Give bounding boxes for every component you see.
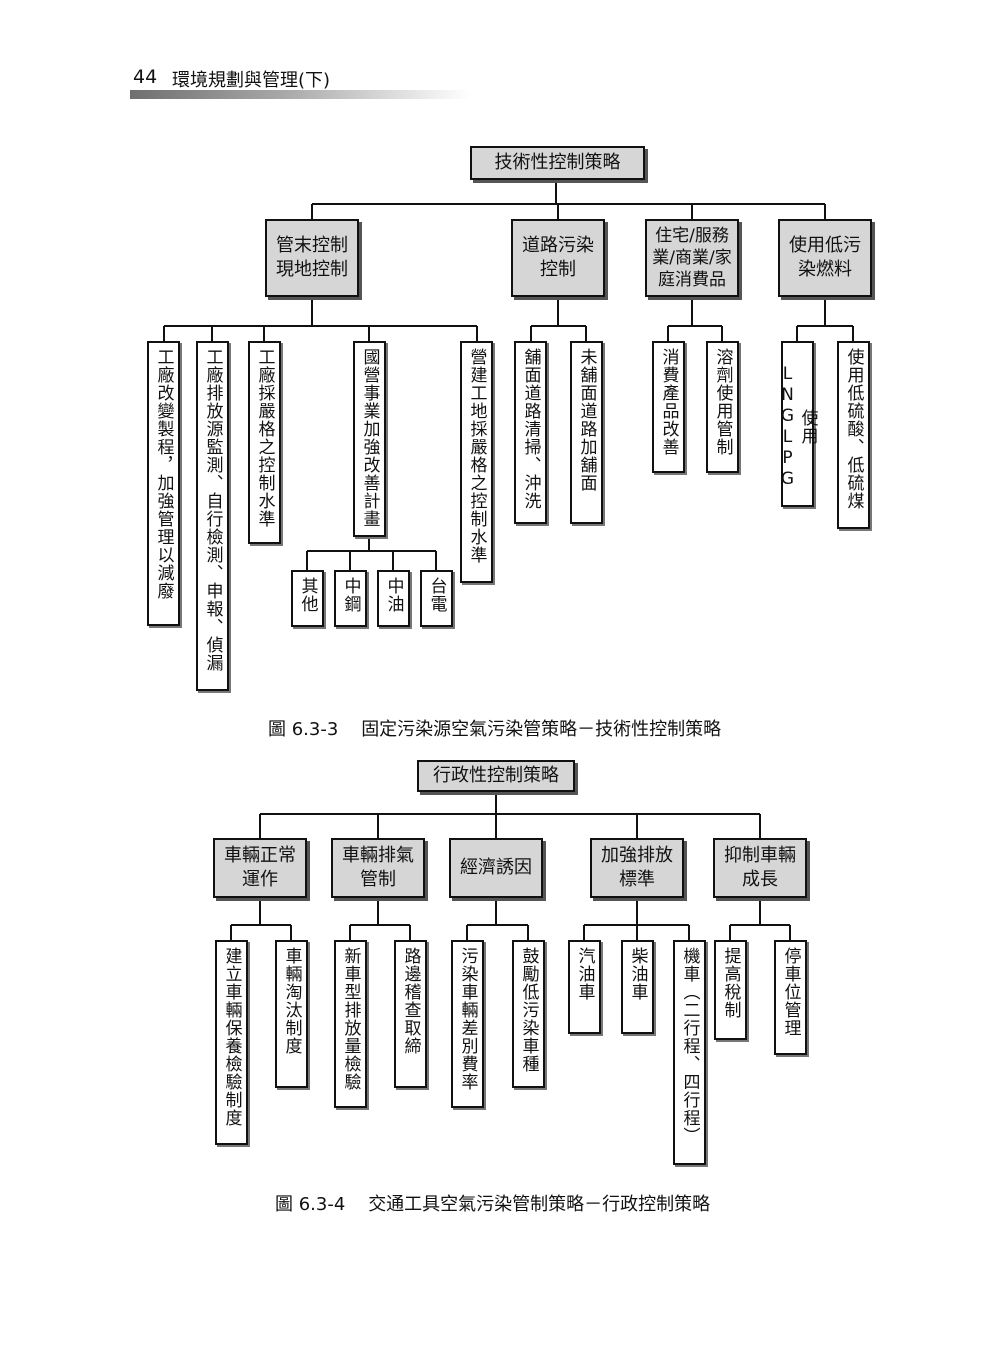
- header-gradient-bar: [130, 90, 470, 99]
- leaf-process-change: 工廠改變製程，加強管理以減廢: [147, 341, 180, 626]
- group-vehicle-exhaust: 車輛排氣 管制: [331, 838, 425, 898]
- leaf-low-pollution-vehicle: 鼓勵低污染車種: [512, 940, 545, 1088]
- sub-leaf-taipower: 台電: [420, 570, 453, 627]
- leaf-consumer-product-improve: 消費產品改善: [652, 341, 685, 473]
- group-consumer-products: 住宅/服務 業/商業/家 庭消費品: [645, 219, 739, 297]
- leaf-paved-road-cleaning: 舖面道路清掃、沖洗: [514, 341, 547, 524]
- figure1-caption-number: 圖 6.3-3: [268, 719, 339, 740]
- leaf-vehicle-retirement: 車輛淘汰制度: [275, 940, 308, 1088]
- group-low-pollution-fuel: 使用低污 染燃料: [778, 219, 872, 297]
- leaf-gasoline-vehicle: 汽油車: [568, 940, 601, 1034]
- root-node-technical: 技術性控制策略: [470, 146, 645, 180]
- leaf-motorcycle: 機車（二行程、四行程）: [673, 940, 706, 1165]
- group-emission-standard: 加強排放 標準: [590, 838, 684, 898]
- leaf-unpaved-road: 未舖面道路加舖面: [570, 341, 603, 524]
- leaf-diesel-vehicle: 柴油車: [621, 940, 654, 1034]
- leaf-construction-site: 營建工地採嚴格之控制水準: [460, 341, 493, 583]
- figure1-caption: 圖 6.3-3 固定污染源空氣污染管策略－技術性控制策略: [268, 715, 721, 741]
- group-economic-incentive: 經濟誘因: [449, 838, 543, 898]
- leaf-solvent-control: 溶劑使用管制: [706, 341, 739, 473]
- leaf-emission-monitoring: 工廠排放源監測、自行檢測、申報、偵漏: [196, 341, 229, 691]
- leaf-strict-control-factory: 工廠採嚴格之控制水準: [248, 341, 281, 544]
- group-end-of-pipe: 管末控制 現地控制: [265, 219, 359, 297]
- page-number: 44: [133, 66, 158, 88]
- figure2-caption: 圖 6.3-4 交通工具空氣污染管制策略－行政控制策略: [275, 1190, 710, 1216]
- figure1-caption-text: 固定污染源空氣污染管策略－技術性控制策略: [361, 719, 722, 740]
- figure2-caption-text: 交通工具空氣污染管制策略－行政控制策略: [368, 1194, 711, 1215]
- leaf-raise-tax: 提高稅制: [714, 940, 747, 1040]
- sub-leaf-cpc: 中油: [377, 570, 410, 627]
- leaf-differential-rate: 污染車輛差別費率: [451, 940, 484, 1108]
- leaf-new-model-emission: 新車型排放量檢驗: [334, 940, 367, 1108]
- root-node-administrative: 行政性控制策略: [417, 760, 575, 792]
- leaf-state-enterprise: 國營事業加強改善計畫: [353, 341, 386, 537]
- group-vehicle-operation: 車輛正常 運作: [213, 838, 307, 898]
- sub-leaf-csc: 中鋼: [334, 570, 367, 627]
- group-limit-vehicle-growth: 抑制車輛 成長: [713, 838, 807, 898]
- leaf-low-sulfur: 使用低硫酸、低硫煤: [837, 341, 870, 529]
- group-road-pollution: 道路污染 控制: [511, 219, 605, 297]
- leaf-parking-management: 停車位管理: [774, 940, 807, 1055]
- sub-leaf-other: 其他: [291, 570, 324, 627]
- leaf-roadside-inspection: 路邊稽查取締: [394, 940, 427, 1088]
- figure2-caption-number: 圖 6.3-4: [275, 1194, 346, 1215]
- leaf-use-lng-lpg: 使用LNGLPG: [778, 341, 818, 507]
- book-title: 環境規劃與管理(下): [172, 70, 331, 91]
- leaf-maintenance-inspection: 建立車輛保養檢驗制度: [215, 940, 248, 1145]
